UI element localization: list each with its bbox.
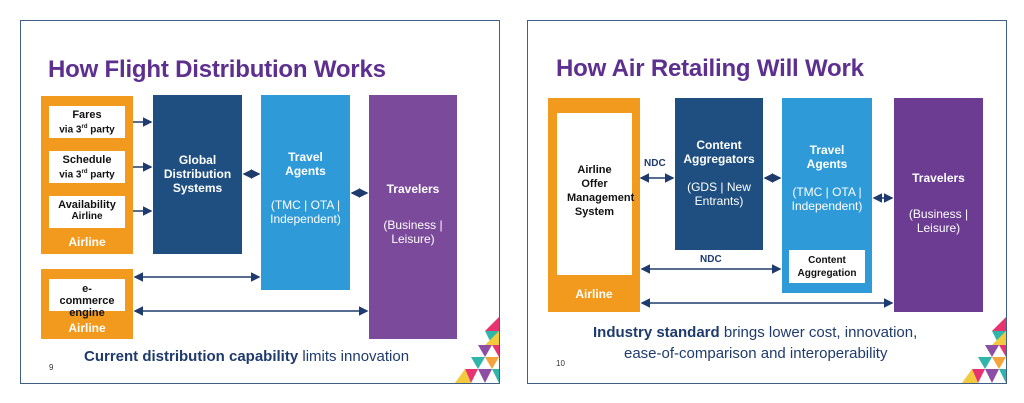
availability-subtitle: Airline [71,211,103,222]
travel-agents-box: Travel Agents (TMC | OTA | Independent) … [782,98,872,293]
gds-box: Global Distribution Systems [153,95,242,254]
travel-agents-title: Travel Agents [806,143,848,171]
schedule-box: Schedule via 3rd party [49,151,125,183]
slide-caption-line2: ease-of-comparison and interoperability [624,345,888,362]
fares-title: Fares [72,109,102,121]
travel-agents-box: Travel Agents (TMC | OTA | Independent) [261,95,350,290]
availability-title: Availability [58,199,116,211]
ecommerce-engine-label: e-commerce engine [59,283,115,319]
ndc-label-top: NDC [644,158,666,169]
slide-title: How Flight Distribution Works [48,56,386,83]
travelers-box: Travelers (Business | Leisure) [894,98,983,312]
travelers-title: Travelers [912,171,965,185]
travelers-box: Travelers (Business | Leisure) [369,95,457,339]
fares-box: Fares via 3rd party [49,106,125,138]
airline-label: Airline [68,235,106,249]
decorative-triangles [425,309,499,383]
slide-flight-distribution: How Flight Distribution Works Fares via … [20,20,500,384]
content-aggregation-box: Content Aggregation [789,250,865,283]
offer-management-box: Airline Offer Management System [557,113,635,275]
slide-title: How Air Retailing Will Work [556,55,864,82]
travelers-subtitle: (Business | Leisure) [908,207,969,235]
airline-label: Airline [575,287,613,301]
page-number: 9 [49,363,54,372]
gds-label: Global Distribution Systems [163,153,232,195]
airline-box: Airline Offer Management System Airline [548,98,640,312]
ecommerce-engine-box: e-commerce engine [49,279,125,319]
content-aggregators-subtitle: (GDS | New Entrants) [687,180,751,208]
travel-agents-title: Travel Agents [285,150,326,178]
offer-management-label: Airline Offer Management System [567,164,635,218]
travelers-subtitle: (Business | Leisure) [383,218,443,246]
airline-ecommerce-box: e-commerce engine Airline [41,269,133,339]
content-aggregation-label: Content Aggregation [797,255,857,279]
airline-label: Airline [68,321,106,335]
content-aggregators-box: Content Aggregators (GDS | New Entrants) [675,98,763,250]
fares-subtitle: via 3rd party [59,124,115,136]
schedule-subtitle: via 3rd party [59,169,115,181]
travelers-title: Travelers [386,182,440,196]
slide-air-retailing: How Air Retailing Will Work Airline Offe… [527,20,1007,384]
slide-caption-line1: Industry standard brings lower cost, inn… [593,324,918,341]
slide-caption: Current distribution capability limits i… [84,348,410,365]
flow-arrows [639,173,894,308]
ndc-label-bottom: NDC [700,254,722,265]
airline-sources-box: Fares via 3rd party Schedule via 3rd par… [41,96,133,254]
content-aggregators-title: Content Aggregators [683,138,755,166]
flow-arrows [133,117,369,316]
travel-agents-subtitle: (TMC | OTA | Independent) [791,185,863,213]
schedule-title: Schedule [62,154,112,166]
travel-agents-subtitle: (TMC | OTA | Independent) [270,198,341,226]
availability-box: Availability Airline [49,196,125,228]
decorative-triangles [962,317,1006,383]
page-number: 10 [556,359,565,368]
